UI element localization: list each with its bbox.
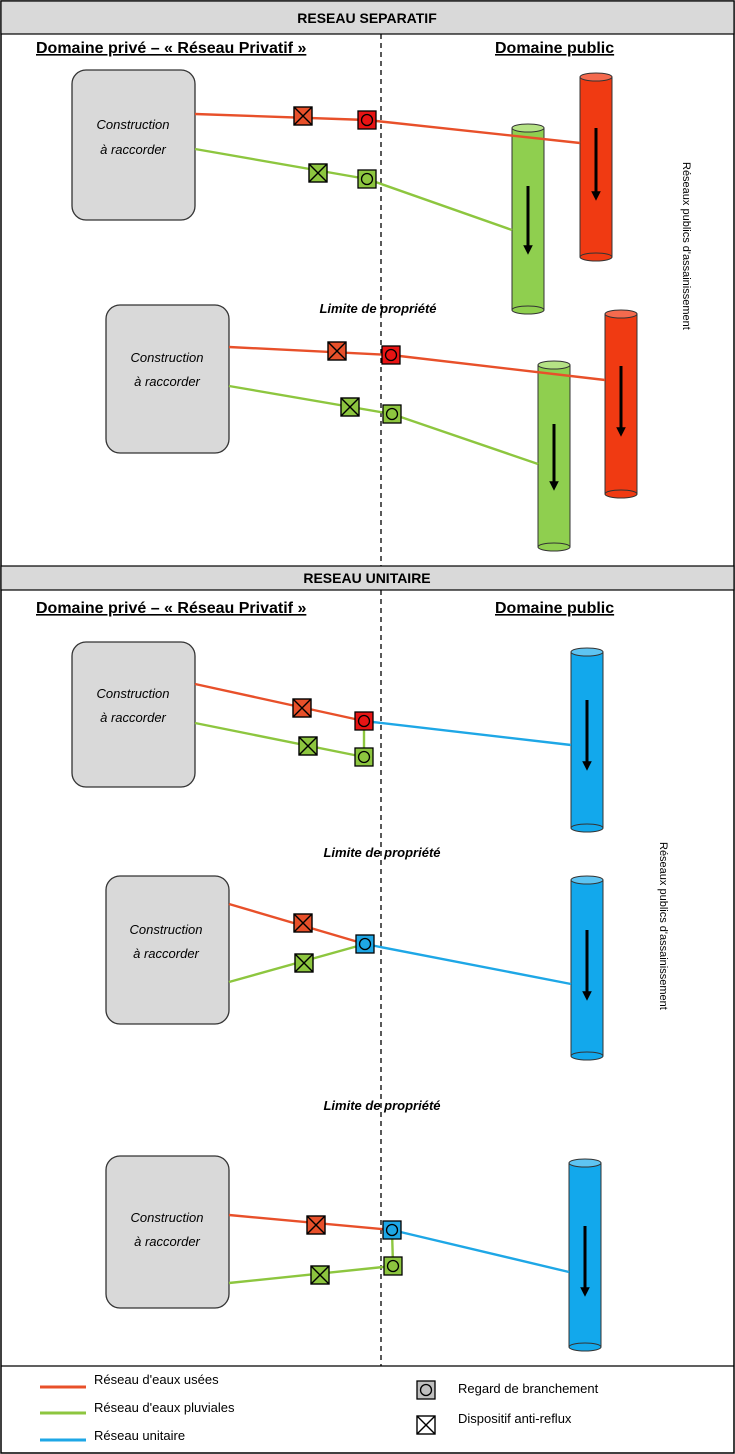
public-pipe-unitaire: [570, 647, 604, 833]
anti-reflux-device: [294, 953, 314, 973]
construction-label-line1: Construction: [97, 117, 170, 132]
legend-label-anti-reflux: Dispositif anti-reflux: [458, 1411, 572, 1426]
construction-label-line1: Construction: [131, 350, 204, 365]
separatif-prive-label: Domaine privé – « Réseau Privatif »: [36, 40, 306, 57]
public-pipe-eaux-usees: [579, 72, 613, 262]
construction-box: [105, 1155, 230, 1309]
construction-box: [105, 875, 230, 1025]
construction-label-line1: Construction: [130, 922, 203, 937]
construction-label-line2: à raccorder: [133, 946, 199, 961]
anti-reflux-device: [308, 163, 328, 183]
limite-propriete-label: Limite de propriété: [319, 301, 436, 316]
public-pipe-eaux-pluviales: [537, 360, 571, 552]
eaux-pluviales-branch: [194, 721, 365, 759]
limite-propriete-label: Limite de propriété: [323, 845, 440, 860]
limite-propriete-label: Limite de propriété: [323, 1098, 440, 1113]
construction-box: [71, 69, 196, 221]
construction-box: [71, 641, 196, 788]
separatif-header-bar: [0, 0, 735, 35]
public-pipe-eaux-usees: [604, 309, 638, 499]
separatif-section: RESEAU SEPARATIF Domaine privé – « Résea…: [0, 0, 735, 566]
regard-branchement: [357, 110, 377, 130]
unitaire-public-label: Domaine public: [495, 600, 614, 617]
anti-reflux-device: [292, 698, 312, 718]
unitaire-section: RESEAU UNITAIRE Domaine privé – « Réseau…: [0, 565, 735, 1366]
anti-reflux-device: [306, 1215, 326, 1235]
separatif-vertical-label: Réseaux publics d'assainissement: [680, 162, 692, 330]
public-pipe-unitaire: [568, 1158, 602, 1352]
construction-label-line2: à raccorder: [134, 1234, 200, 1249]
anti-reflux-device: [310, 1265, 330, 1285]
anti-reflux-device: [340, 397, 360, 417]
regard-branchement: [382, 404, 402, 424]
regard-branchement: [354, 747, 374, 767]
public-pipe-unitaire: [570, 875, 604, 1061]
unitaire-title: RESEAU UNITAIRE: [303, 570, 430, 586]
construction-label-line1: Construction: [131, 1210, 204, 1225]
legend-anti-reflux-icon: [416, 1415, 436, 1435]
legend-label-eaux-usees: Réseau d'eaux usées: [94, 1372, 219, 1387]
regard-branchement: [355, 934, 375, 954]
eaux-pluviales-branch: [194, 147, 513, 232]
unitaire-vertical-label: Réseaux publics d'assainissement: [657, 842, 669, 1010]
legend: Réseau d'eaux usées Réseau d'eaux pluvia…: [1, 1365, 734, 1443]
separatif-title: RESEAU SEPARATIF: [297, 10, 437, 26]
reseau-unitaire-branch: [363, 719, 572, 747]
legend-label-regard: Regard de branchement: [458, 1381, 599, 1396]
anti-reflux-device: [327, 341, 347, 361]
construction-label-line2: à raccorder: [100, 710, 166, 725]
reseau-unitaire-branch: [391, 1228, 570, 1274]
anti-reflux-device: [293, 106, 313, 126]
legend-label-unitaire: Réseau unitaire: [94, 1428, 185, 1443]
separatif-public-label: Domaine public: [495, 40, 614, 57]
reseau-unitaire-branch: [364, 942, 572, 986]
eaux-usees-branch: [194, 682, 365, 723]
eaux-pluviales-branch: [228, 384, 539, 466]
regard-branchement: [383, 1256, 403, 1276]
legend-label-eaux-pluviales: Réseau d'eaux pluviales: [94, 1400, 235, 1415]
anti-reflux-device: [298, 736, 318, 756]
public-pipe-eaux-pluviales: [511, 123, 545, 315]
regard-branchement: [357, 169, 377, 189]
regard-branchement: [381, 345, 401, 365]
unitaire-header-bar: [0, 565, 735, 591]
unitaire-prive-label: Domaine privé – « Réseau Privatif »: [36, 600, 306, 617]
regard-branchement: [354, 711, 374, 731]
construction-box: [105, 304, 230, 454]
regard-branchement: [382, 1220, 402, 1240]
legend-regard-icon: [416, 1380, 436, 1400]
construction-label-line2: à raccorder: [134, 374, 200, 389]
anti-reflux-device: [293, 913, 313, 933]
construction-label-line1: Construction: [97, 686, 170, 701]
construction-label-line2: à raccorder: [100, 142, 166, 157]
